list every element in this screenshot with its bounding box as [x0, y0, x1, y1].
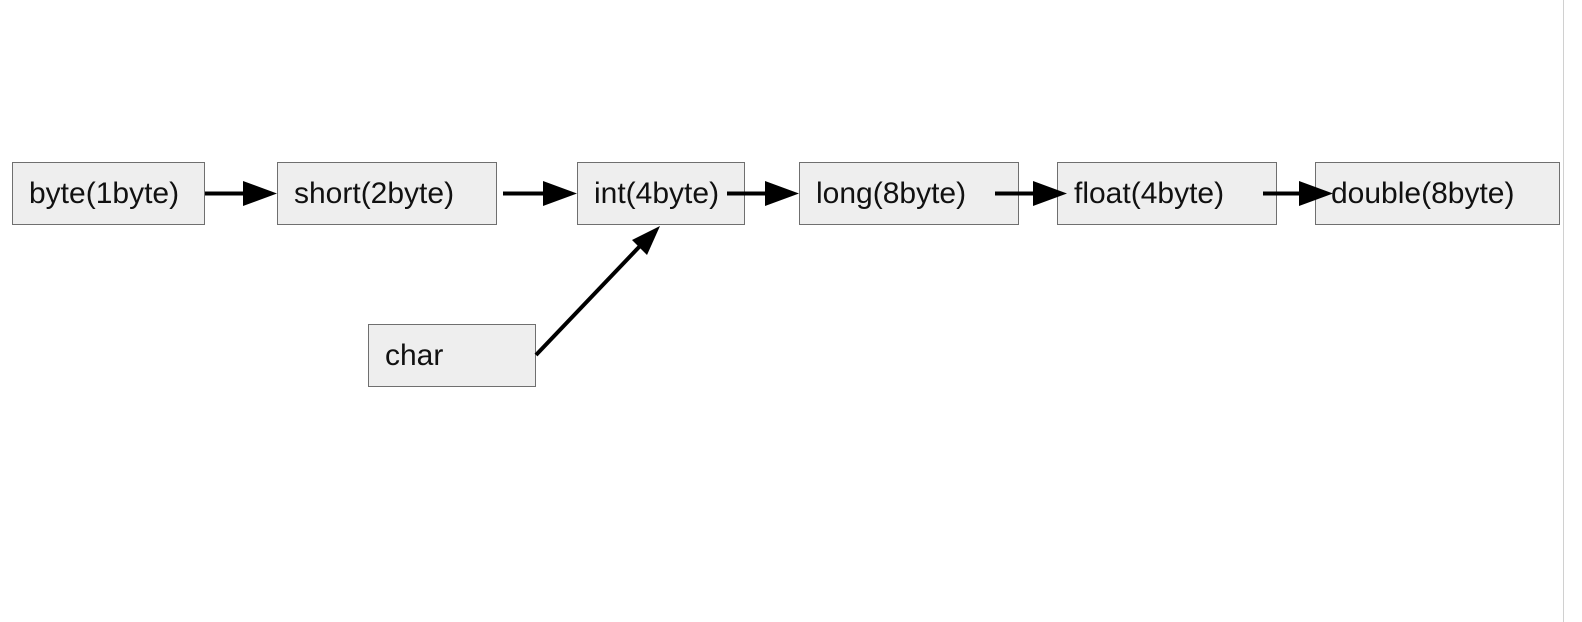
arrow-byte-to-short [205, 181, 277, 206]
right-edge-divider [1563, 0, 1564, 622]
node-long-label: long(8byte) [816, 176, 967, 210]
node-char: char [368, 324, 536, 387]
node-byte: byte(1byte) [12, 162, 205, 225]
node-double: double(8byte) [1315, 162, 1560, 225]
node-int-label: int(4byte) [594, 176, 720, 210]
node-char-label: char [385, 338, 444, 372]
arrow-short-to-int [503, 181, 577, 206]
node-byte-label: byte(1byte) [29, 176, 180, 210]
node-int: int(4byte) [577, 162, 745, 225]
node-float: float(4byte) [1057, 162, 1277, 225]
node-short-label: short(2byte) [294, 176, 455, 210]
node-long: long(8byte) [799, 162, 1019, 225]
node-float-label: float(4byte) [1074, 176, 1225, 210]
node-double-label: double(8byte) [1331, 176, 1515, 210]
arrow-char-to-int [534, 226, 660, 357]
node-short: short(2byte) [277, 162, 497, 225]
